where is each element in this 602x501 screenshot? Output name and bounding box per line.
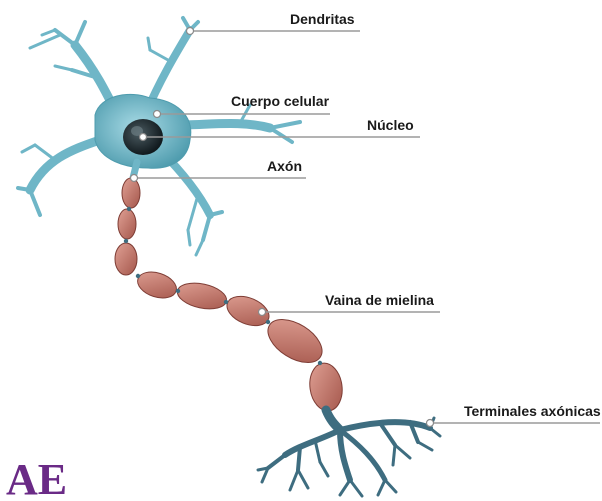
myelin-sheath xyxy=(114,177,343,412)
leader-dots xyxy=(129,26,435,428)
leader-lines xyxy=(134,30,600,424)
label-dendritas: Dendritas xyxy=(290,11,355,27)
axon-terminals xyxy=(256,405,442,498)
label-vaina-mielina: Vaina de mielina xyxy=(325,292,434,308)
logo-text: AE xyxy=(6,455,67,501)
label-terminales-axonicas: Terminales axónicas xyxy=(464,403,601,419)
label-axon: Axón xyxy=(267,158,302,174)
label-nucleo: Núcleo xyxy=(367,117,414,133)
ae-logo: AE xyxy=(6,455,67,501)
dendrites xyxy=(16,16,302,257)
label-cuerpo-celular: Cuerpo celular xyxy=(231,93,330,109)
